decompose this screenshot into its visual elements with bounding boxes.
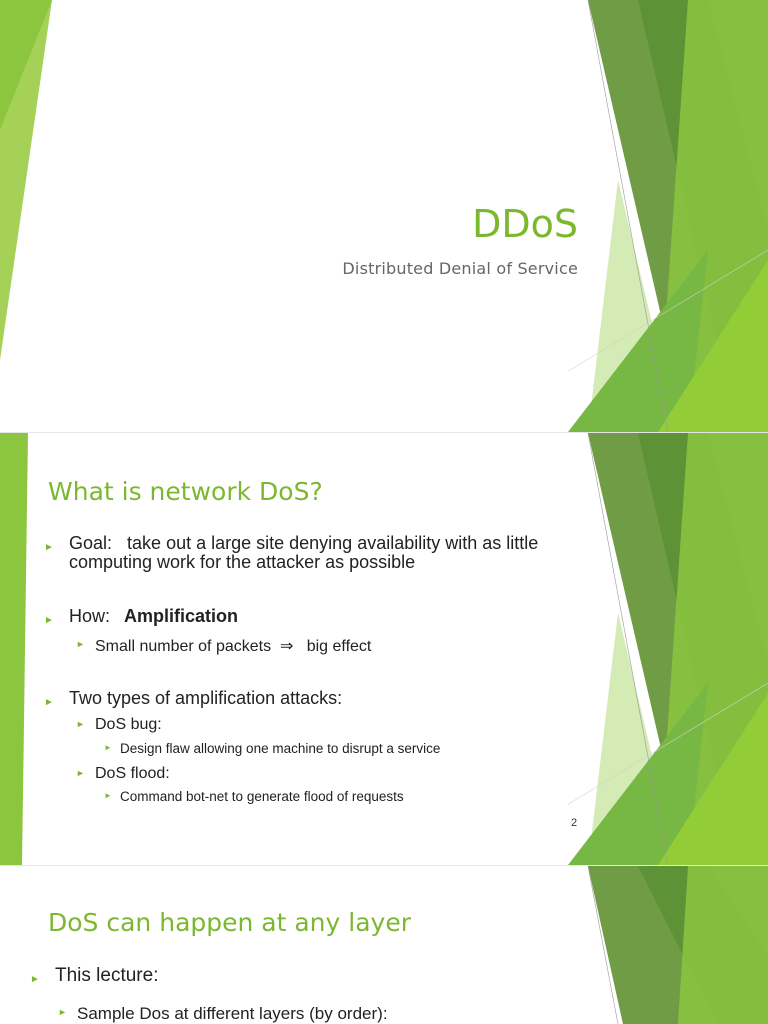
left-green-stripe [0,433,28,865]
right-green-decoration [568,433,768,865]
goal-bullet: ► Goal: take out a large site denying av… [44,534,584,572]
dos-flood-desc: ► Command bot-net to generate flood of r… [104,789,404,804]
dos-flood-bullet: ► DoS flood: [76,765,170,782]
slide-title: DoS can happen at any layer [48,908,411,937]
goal-text: take out a large site denying availabili… [69,533,539,572]
how-label: How: [69,606,111,626]
dos-bug-bullet: ► DoS bug: [76,716,162,733]
lecture-sub-bullet: ► Sample Dos at different layers (by ord… [58,1004,388,1023]
bullet-arrow-icon: ► [30,974,40,985]
page-number: 2 [571,817,578,829]
slide-title: What is network DoS? [48,477,323,506]
network-dos-slide: What is network DoS? ► Goal: take out a … [0,433,768,865]
slide-separator [0,865,768,866]
right-green-decoration [568,0,768,432]
left-green-stripe [0,0,52,360]
slide-title: DDoS [472,202,578,246]
bullet-arrow-icon: ► [44,697,54,708]
bullet-arrow-icon: ► [44,542,54,553]
how-sub-bullet: ► Small number of packets ⇒ big effect [76,638,372,655]
slide-separator [0,432,768,433]
bullet-arrow-icon: ► [104,743,112,752]
how-value: Amplification [124,606,239,626]
dos-layers-slide: DoS can happen at any layer ► This lectu… [0,866,768,1024]
bullet-arrow-icon: ► [76,768,85,778]
lecture-bullet: ► This lecture: [30,966,570,985]
left-green-stripe [0,866,60,1024]
bullet-arrow-icon: ► [76,719,85,729]
bullet-arrow-icon: ► [58,1007,67,1017]
bullet-arrow-icon: ► [104,791,112,800]
how-bullet: ► How: Amplification [44,606,584,627]
bullet-arrow-icon: ► [44,615,54,626]
title-slide: DDoS Distributed Denial of Service [0,0,768,432]
right-green-decoration [587,866,768,1024]
dos-bug-desc: ► Design flaw allowing one machine to di… [104,741,441,756]
bullet-arrow-icon: ► [76,639,85,649]
goal-label: Goal: [69,533,113,553]
slide-subtitle: Distributed Denial of Service [342,259,578,278]
types-bullet: ► Two types of amplification attacks: [44,689,584,709]
